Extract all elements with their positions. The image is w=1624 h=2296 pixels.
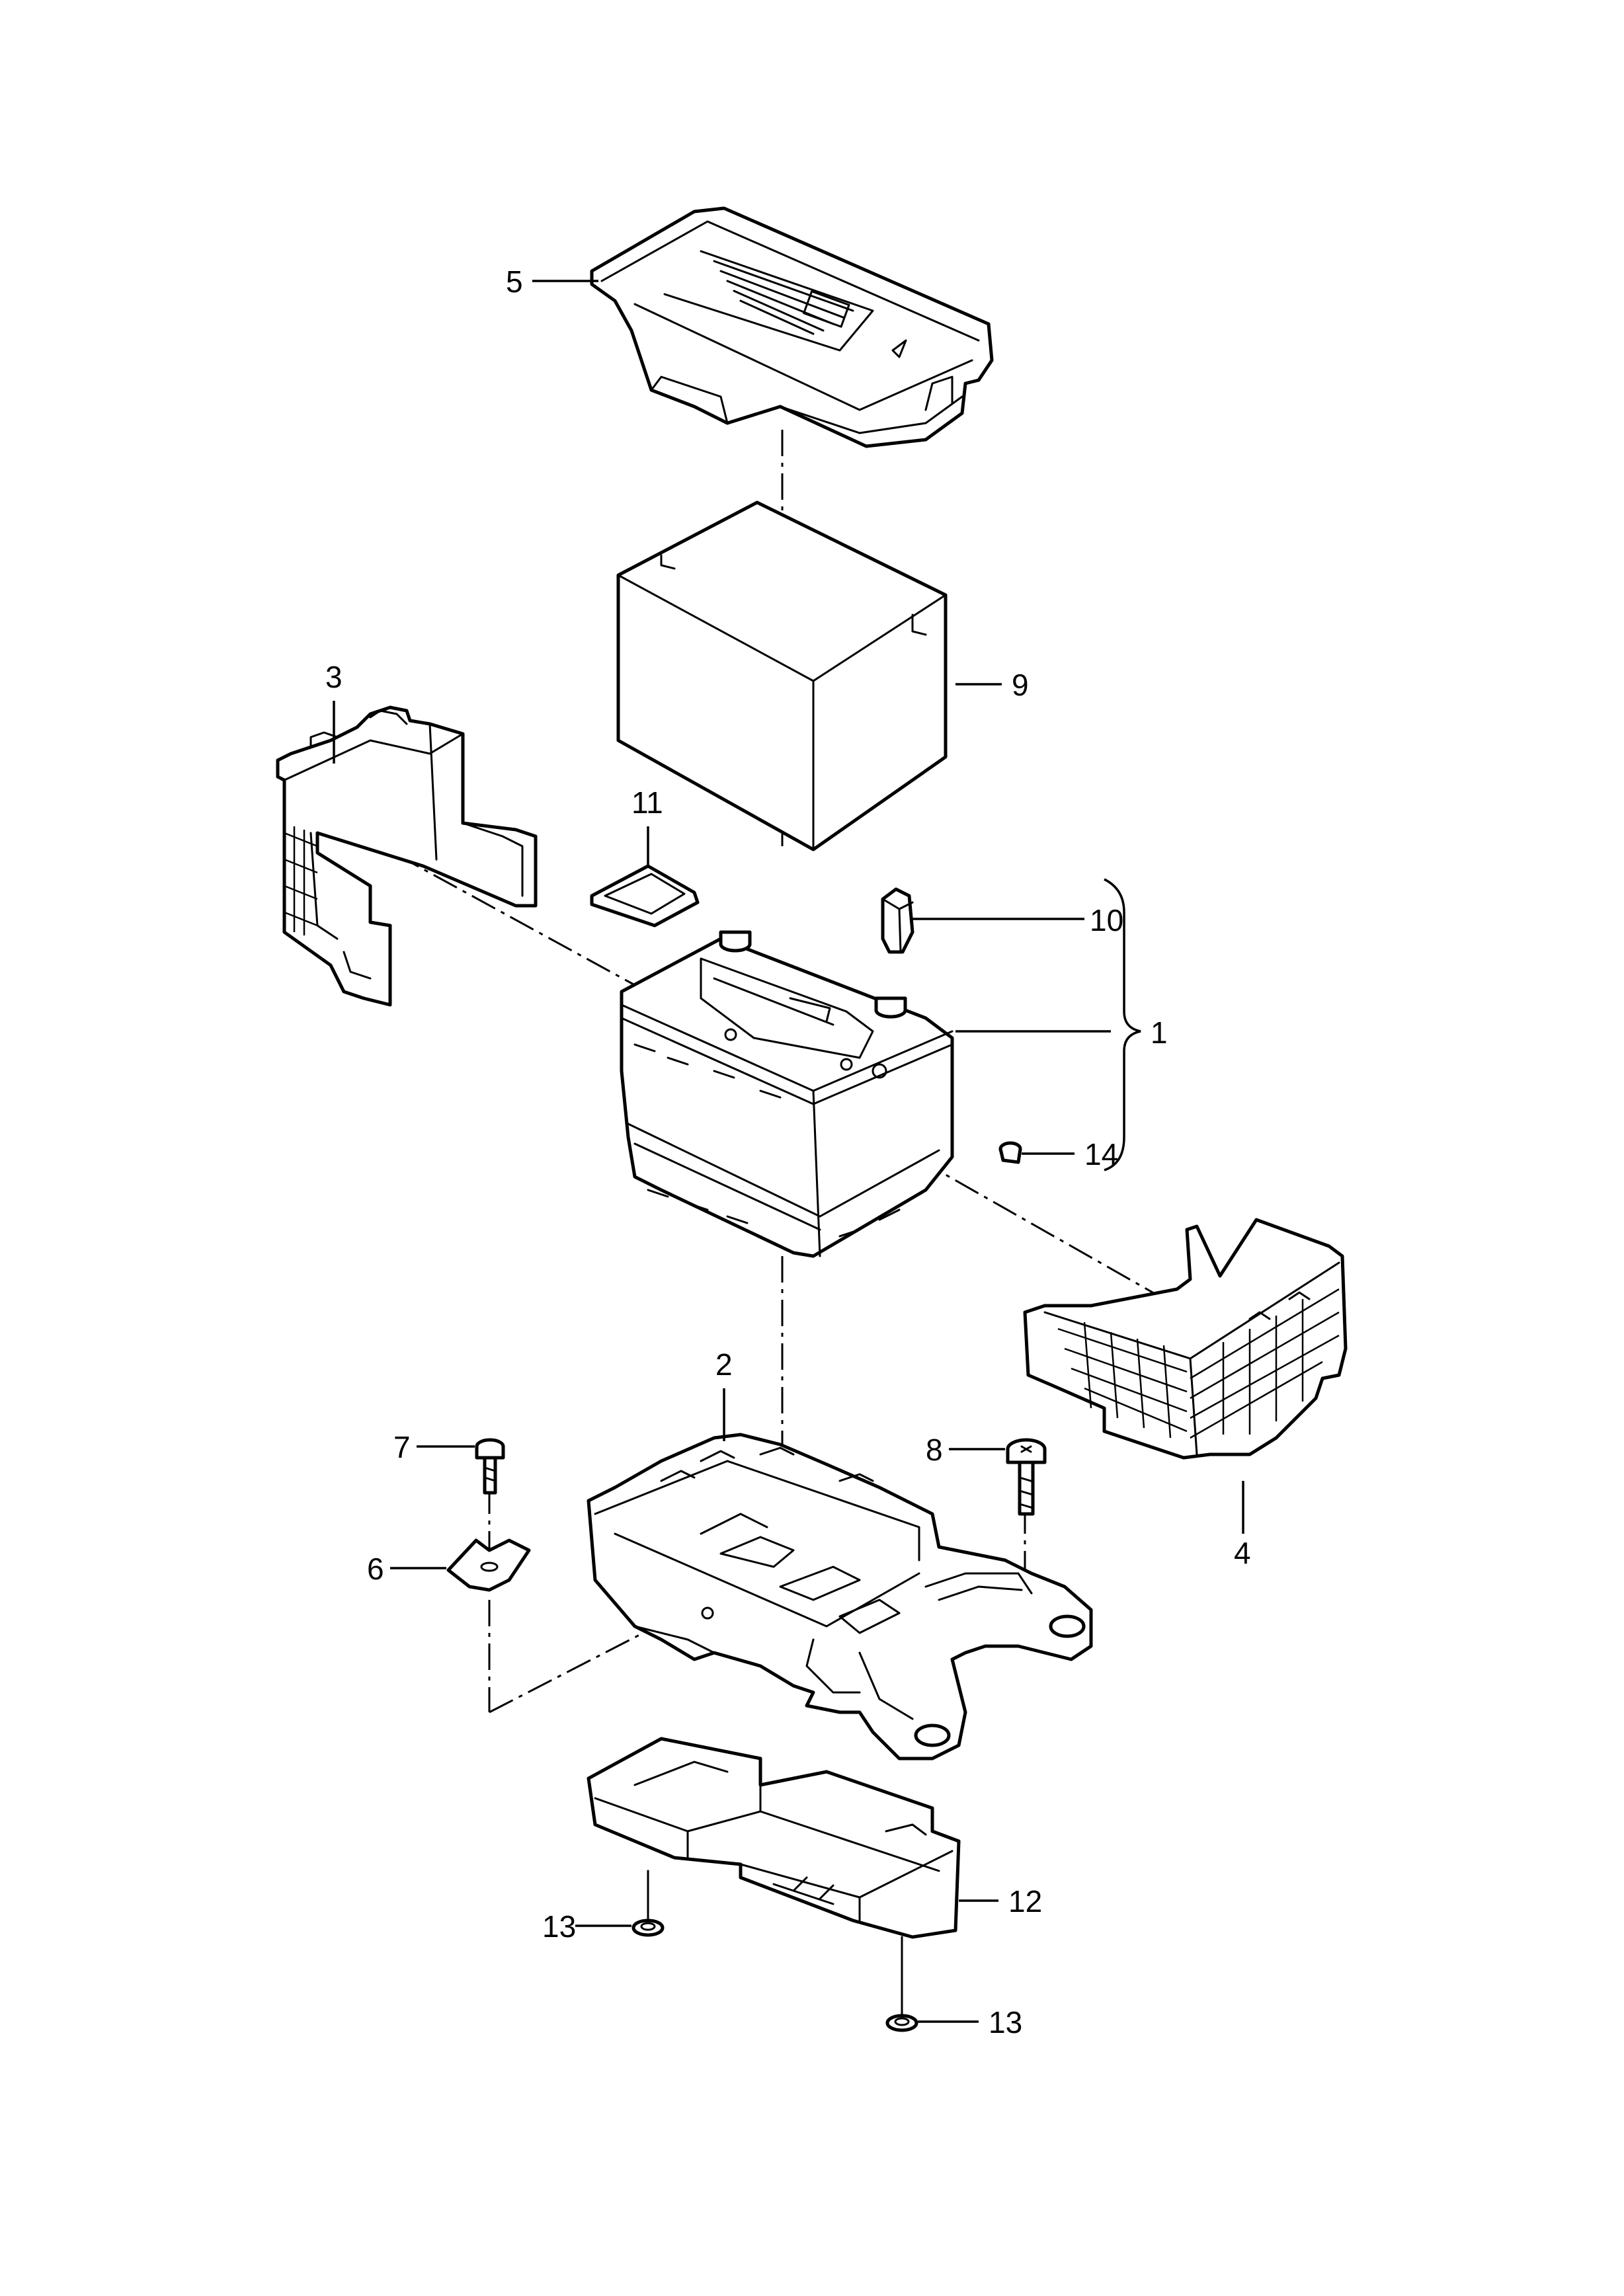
callout-1: 1 (1151, 1015, 1168, 1050)
insulation-sleeve[interactable] (616, 500, 948, 851)
leader-lines (333, 280, 1244, 2023)
battery[interactable] (620, 930, 954, 1258)
callout-11: 11 (631, 785, 663, 820)
lower-cover[interactable] (587, 1737, 961, 1939)
callout-6: 6 (367, 1552, 384, 1586)
callout-4: 4 (1234, 1536, 1251, 1570)
clip-nut-left[interactable] (631, 1870, 665, 1937)
callout-labels: 5 9 3 11 10 1 14 2 4 7 8 6 12 13 13 (325, 264, 1251, 2039)
clip-nut-right[interactable] (885, 1936, 918, 2032)
callout-3: 3 (325, 660, 343, 694)
vent-plug[interactable] (998, 1141, 1022, 1164)
right-side-insulation[interactable] (1023, 1218, 1348, 1460)
callout-12: 12 (1008, 1884, 1042, 1919)
callout-7: 7 (393, 1430, 411, 1464)
terminal-cap[interactable] (881, 887, 914, 954)
callout-2: 2 (715, 1347, 733, 1382)
bolt-large[interactable] (1006, 1438, 1047, 1516)
callout-8: 8 (926, 1433, 943, 1467)
callout-9: 9 (1012, 668, 1029, 702)
battery-pad[interactable] (590, 864, 700, 928)
retaining-bracket[interactable] (446, 1538, 531, 1592)
callout-5: 5 (506, 264, 523, 299)
callout-10: 10 (1090, 903, 1123, 937)
bolt-small[interactable] (475, 1438, 505, 1495)
callout-14: 14 (1084, 1137, 1118, 1171)
callout-13-left: 13 (542, 1909, 576, 1944)
left-side-insulation[interactable] (276, 705, 538, 1007)
callout-13-right: 13 (989, 2005, 1022, 2039)
battery-tray[interactable] (587, 1433, 1093, 1761)
battery-cover[interactable] (590, 206, 994, 448)
